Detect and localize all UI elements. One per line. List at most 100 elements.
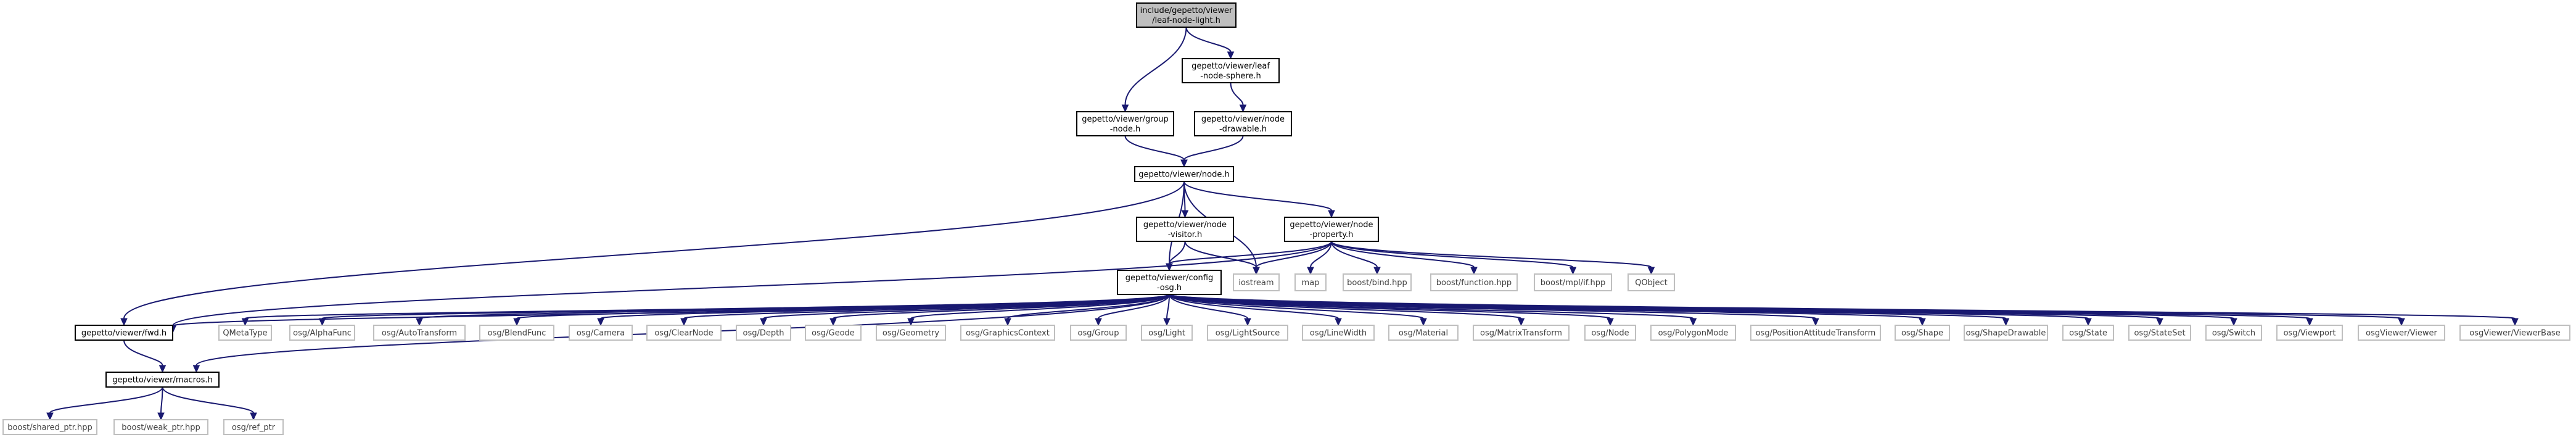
edge-macros-to-refptr (162, 386, 257, 421)
node-label: gepetto/viewer/group (1082, 115, 1168, 124)
node-box (1302, 325, 1375, 341)
node-box (1650, 325, 1736, 341)
edge-property-to-map (1307, 241, 1332, 275)
node-label: osg/LineWidth (1310, 329, 1367, 338)
node-box (1233, 273, 1280, 291)
edge-property-to-bind (1331, 241, 1381, 275)
node-label: osg/StateSet (2134, 329, 2185, 338)
node-boost-weak-ptr-hpp: boost/weak_ptr.hpp (113, 419, 208, 435)
node-boost-mpl-if-hpp: boost/mpl/if.hpp (1534, 273, 1612, 291)
node-osg-alphafunc: osg/AlphaFunc (289, 325, 355, 341)
edge-config-to-viewerbase (1169, 294, 2519, 327)
node-osg-geode: osg/Geode (805, 325, 862, 341)
node-box (1627, 273, 1675, 291)
node-box (1136, 2, 1237, 28)
edge-macros-to-sharedptr (46, 386, 163, 421)
node-box (289, 325, 355, 341)
edge-root-to-sphere (1185, 27, 1235, 60)
node-boost-function-hpp: boost/function.hpp (1430, 273, 1518, 291)
node-qmetatype: QMetaType (218, 325, 272, 341)
node-box (2205, 325, 2262, 341)
node-box (2, 419, 97, 435)
node-box (1964, 325, 2048, 341)
node-boost-bind-hpp: boost/bind.hpp (1343, 273, 1412, 291)
node-label: osg/ShapeDrawable (1966, 329, 2046, 338)
node-osg-camera: osg/Camera (569, 325, 633, 341)
node-box (1584, 325, 1636, 341)
node-label: osg/PolygonMode (1658, 329, 1729, 338)
node-label: osg/Geometry (883, 329, 939, 338)
node-box (1473, 325, 1570, 341)
node-label: gepetto/viewer/leaf (1191, 62, 1270, 71)
node-box (2459, 325, 2570, 341)
node-osg-lightsource: osg/LightSource (1207, 325, 1288, 341)
node-label: -drawable.h (1219, 125, 1267, 134)
node-label: boost/weak_ptr.hpp (121, 423, 200, 433)
node-label: osg/Material (1399, 329, 1448, 338)
node-label: QObject (1635, 278, 1668, 288)
node-label: -osg.h (1157, 283, 1182, 293)
edge-node-to-property (1183, 181, 1335, 218)
node-box (113, 419, 208, 435)
node-osg-blendfunc: osg/BlendFunc (479, 325, 554, 341)
node-gepetto-viewer-node-drawable-h[interactable]: gepetto/viewer/node-drawable.h (1194, 111, 1292, 136)
node-label: gepetto/viewer/node.h (1138, 170, 1230, 180)
node-label: -node-sphere.h (1200, 72, 1261, 81)
node-gepetto-viewer-group-node-h[interactable]: gepetto/viewer/group-node.h (1076, 111, 1174, 136)
edge-config-to-geometry (907, 294, 1170, 327)
node-gepetto-viewer-macros-h[interactable]: gepetto/viewer/macros.h (105, 372, 220, 388)
node-box (1284, 217, 1379, 242)
node-label: osg/AlphaFunc (293, 329, 352, 338)
node-gepetto-viewer-leaf-node-sphere-h[interactable]: gepetto/viewer/leaf-node-sphere.h (1182, 58, 1280, 83)
edge-root-to-group (1121, 27, 1187, 113)
node-box (1076, 111, 1174, 136)
node-box (1182, 58, 1280, 83)
node-box (960, 325, 1055, 341)
node-label: osg/GraphicsContext (966, 329, 1050, 338)
node-label: osg/ClearNode (654, 329, 713, 338)
node-label: iostream (1238, 278, 1274, 288)
node-osgviewer-viewerbase: osgViewer/ViewerBase (2459, 325, 2570, 341)
node-label: gepetto/viewer/node (1290, 220, 1373, 230)
node-gepetto-viewer-config-osg-h[interactable]: gepetto/viewer/config-osg.h (1117, 270, 1222, 295)
node-osg-graphicscontext: osg/GraphicsContext (960, 325, 1055, 341)
node-gepetto-viewer-fwd-h[interactable]: gepetto/viewer/fwd.h (75, 325, 173, 341)
edge-macros-to-weakptr (157, 386, 165, 421)
edge-property-to-function (1331, 241, 1478, 275)
edge-config-to-light (1163, 294, 1171, 327)
node-map: map (1294, 273, 1327, 291)
node-label: osg/LightSource (1216, 329, 1280, 338)
node-gepetto-viewer-node-visitor-h[interactable]: gepetto/viewer/node-visitor.h (1136, 217, 1234, 242)
node-box (373, 325, 466, 341)
node-box (805, 325, 862, 341)
edge-config-to-polygonmode (1169, 294, 1697, 327)
node-label: gepetto/viewer/node (1143, 220, 1227, 230)
node-boost-shared-ptr-hpp: boost/shared_ptr.hpp (2, 419, 97, 435)
node-osg-polygonmode: osg/PolygonMode (1650, 325, 1736, 341)
node-label: osg/ref_ptr (232, 423, 276, 433)
node-gepetto-viewer-node-property-h[interactable]: gepetto/viewer/node-property.h (1284, 217, 1379, 242)
node-osg-autotransform: osg/AutoTransform (373, 325, 466, 341)
node-box (223, 419, 284, 435)
node-box (2358, 325, 2445, 341)
node-box (2062, 325, 2114, 341)
edge-config-to-gfxctx (1004, 294, 1170, 327)
node-label: osg/BlendFunc (488, 329, 546, 338)
node-box (1117, 270, 1222, 295)
node-label: map (1302, 278, 1320, 288)
edge-group-to-node (1124, 135, 1188, 168)
node-label: osgViewer/ViewerBase (2469, 329, 2560, 338)
node-label: boost/mpl/if.hpp (1541, 278, 1605, 288)
node-osg-material: osg/Material (1388, 325, 1459, 341)
node-gepetto-viewer-node-h[interactable]: gepetto/viewer/node.h (1134, 166, 1234, 182)
node-box (1388, 325, 1459, 341)
node-box (218, 325, 272, 341)
node-qobject: QObject (1627, 273, 1675, 291)
node-box (1430, 273, 1518, 291)
node-label: gepetto/viewer/node (1201, 115, 1285, 124)
node-osg-group: osg/Group (1070, 325, 1127, 341)
node-box (1534, 273, 1612, 291)
node-osg-ref-ptr: osg/ref_ptr (223, 419, 284, 435)
node-include-gepetto-viewer-leaf-node-light-h[interactable]: include/gepetto/viewer/leaf-node-light.h (1136, 2, 1237, 28)
